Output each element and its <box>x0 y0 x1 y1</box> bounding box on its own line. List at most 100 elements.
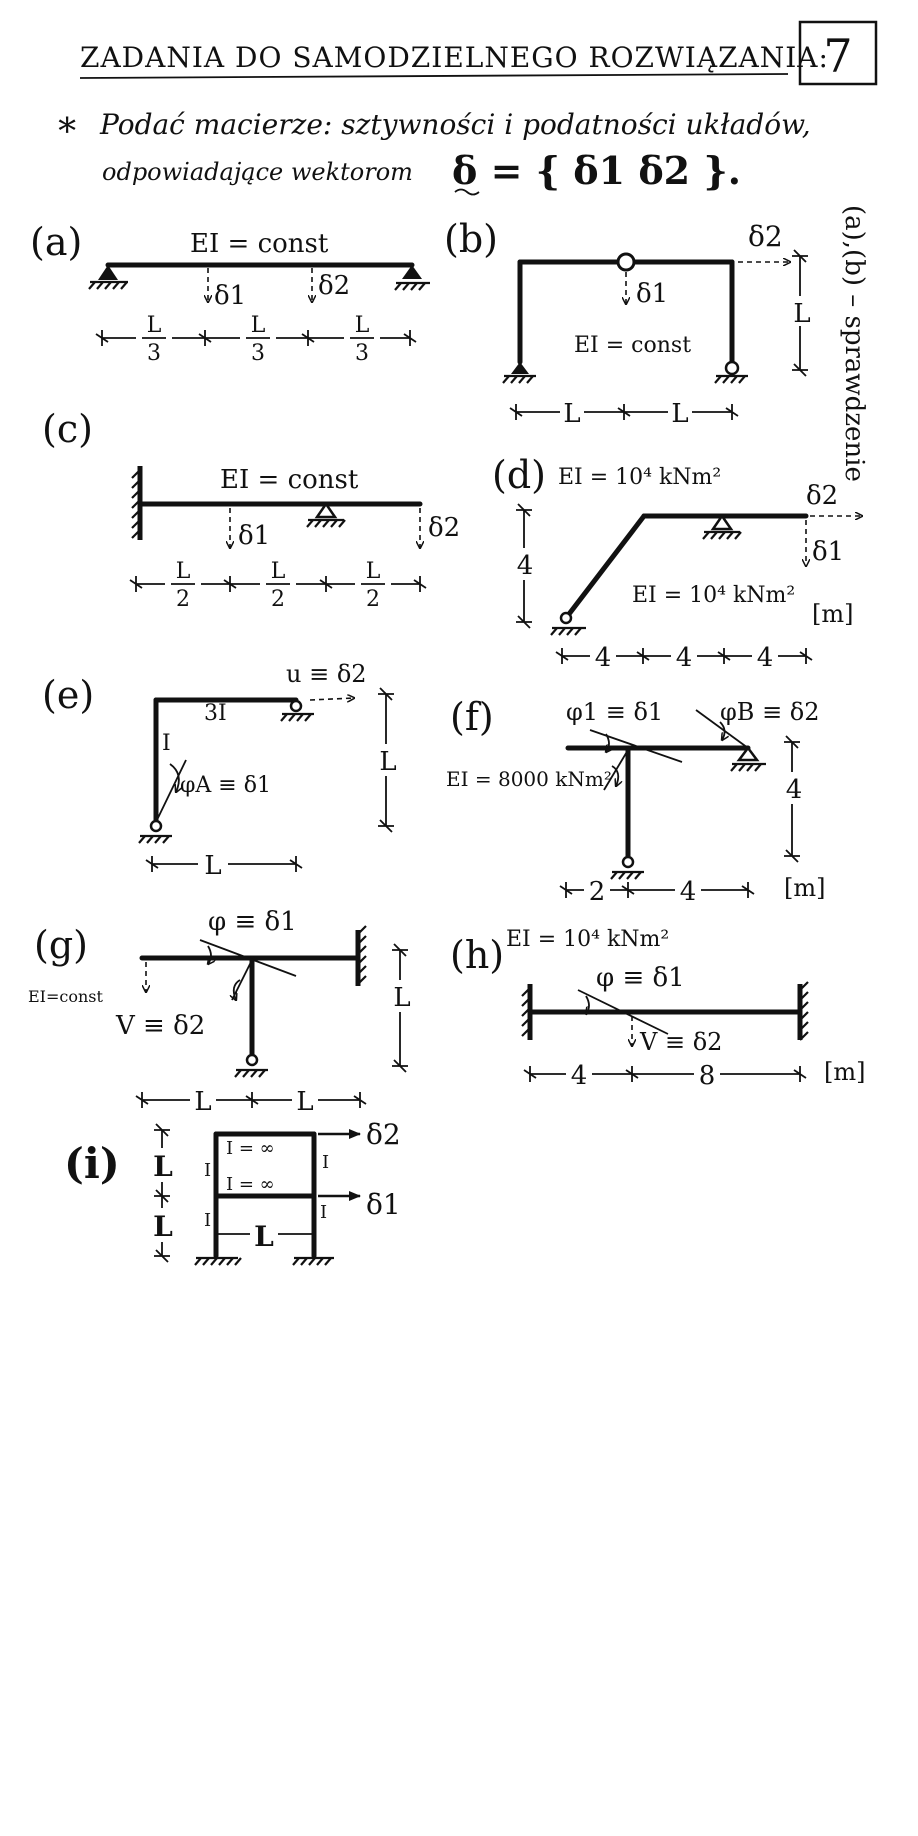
pin-support-icon <box>234 1069 266 1078</box>
problem-i: (i) I = ∞ I = ∞ I I I I δ2 δ1 L L L <box>64 1118 401 1266</box>
svg-text:L: L <box>204 851 221 881</box>
dimension-line: 4 <box>780 735 806 863</box>
vector-tilde <box>454 188 480 196</box>
svg-text:4: 4 <box>757 643 774 673</box>
delta-1-label: δ1 <box>214 281 246 311</box>
v-displacement-label: V ≡ δ2 <box>639 1028 722 1056</box>
svg-text:L: L <box>379 747 396 777</box>
v-displacement-label: V ≡ δ2 <box>115 1011 205 1041</box>
sheet-number: 7 <box>823 29 852 83</box>
svg-text:L: L <box>194 1087 211 1117</box>
roller-support-icon <box>280 713 312 722</box>
problem-label: (h) <box>450 933 504 977</box>
beam-inertia-label: 3I <box>204 701 227 726</box>
svg-text:L: L <box>254 1220 274 1253</box>
svg-text:4: 4 <box>786 775 803 805</box>
column-inertia-label: I <box>322 1152 329 1173</box>
svg-text:2: 2 <box>176 587 190 612</box>
problem-d: (d) EI = 10⁴ kNm² EI = 10⁴ kNm² δ2 δ1 4 … <box>492 453 862 673</box>
dimension-line: L L <box>135 1084 367 1117</box>
svg-text:L: L <box>563 399 580 429</box>
svg-text:4: 4 <box>680 877 697 907</box>
svg-text:L: L <box>176 559 191 584</box>
svg-text:L: L <box>366 559 381 584</box>
u-displacement-label: u ≡ δ2 <box>286 660 367 688</box>
pin-support-icon <box>511 362 529 374</box>
instruction-line-2: odpowiadające wektorom <box>102 158 413 186</box>
dimension-line: L L <box>150 1123 176 1263</box>
problem-label: (e) <box>42 673 94 717</box>
side-note: (a),(b) – sprawdzenie <box>839 205 869 482</box>
dimension-line: 4 <box>512 503 538 629</box>
roller-support-icon <box>724 360 740 376</box>
unit-label: [m] <box>784 874 825 902</box>
phi-a-label: φA ≡ δ1 <box>180 773 271 798</box>
beam-inertia-label: I = ∞ <box>226 1174 275 1195</box>
problem-label: (a) <box>30 220 82 264</box>
dimension-line: L <box>388 943 414 1073</box>
dimension-line: L 2 L 2 L 2 <box>129 558 427 612</box>
problem-f: (f) φ1 ≡ δ1 φB ≡ δ2 EI = 8000 kNm² 4 <box>446 695 825 907</box>
svg-text:4: 4 <box>571 1061 588 1091</box>
column-inertia-label: I <box>204 1160 211 1181</box>
asterisk-icon: ∗ <box>55 104 79 145</box>
svg-text:2: 2 <box>589 877 606 907</box>
svg-text:L: L <box>153 1150 173 1183</box>
dimension-line: L <box>145 848 303 881</box>
svg-text:4: 4 <box>676 643 693 673</box>
problem-e: (e) 3I I u ≡ δ2 φA ≡ δ1 L L <box>42 660 400 881</box>
svg-text:L: L <box>393 983 410 1013</box>
phi-label: φ ≡ δ1 <box>208 907 297 937</box>
dimension-line: L <box>788 249 814 377</box>
hinge-icon <box>616 252 636 272</box>
beam-inertia-label: I = ∞ <box>226 1138 275 1159</box>
problem-label: (d) <box>492 453 546 497</box>
fixed-support-icon <box>194 1257 242 1266</box>
problem-label: (b) <box>444 217 498 261</box>
problem-label: (i) <box>64 1139 120 1188</box>
svg-text:L: L <box>296 1087 313 1117</box>
displacement-vector: δ = { δ1 δ2 }. <box>452 148 741 193</box>
problem-label: (f) <box>450 695 494 739</box>
svg-text:4: 4 <box>517 551 534 581</box>
delta-1-label: δ1 <box>366 1188 401 1221</box>
svg-text:2: 2 <box>366 587 380 612</box>
problem-label: (c) <box>42 407 93 451</box>
pin-support-icon <box>736 745 760 762</box>
delta-1-label: δ1 <box>238 521 270 551</box>
problem-c: (c) EI = const δ1 δ2 L 2 L 2 L 2 <box>42 407 460 612</box>
delta-2-label: δ2 <box>748 220 783 253</box>
column-inertia-label: I <box>204 1210 211 1231</box>
instruction-line-1: Podać macierze: sztywności i podatności … <box>99 108 811 141</box>
stiffness-label: EI = const <box>190 229 329 259</box>
delta-2-label: δ2 <box>318 271 350 301</box>
svg-text:L: L <box>251 313 266 338</box>
svg-text:3: 3 <box>251 341 265 366</box>
svg-text:L: L <box>271 559 286 584</box>
svg-text:L: L <box>153 1210 173 1243</box>
dimension-line: L L <box>509 396 739 429</box>
roller-support-icon <box>402 265 422 279</box>
svg-text:4: 4 <box>595 643 612 673</box>
dimension-line: L <box>374 687 400 833</box>
stiffness-label: EI = const <box>574 333 691 358</box>
dimension-line: 2 4 <box>559 874 755 907</box>
problem-a: (a) EI = const δ1 δ2 L 3 L 3 L <box>30 220 430 366</box>
delta-2-label: δ2 <box>806 481 838 511</box>
stiffness-label-mid: EI = 10⁴ kNm² <box>632 583 795 608</box>
stiffness-label: EI = const <box>220 465 359 495</box>
svg-text:3: 3 <box>355 341 369 366</box>
pin-support-icon <box>314 501 338 519</box>
problem-label: (g) <box>34 923 88 967</box>
unit-label: [m] <box>824 1058 865 1086</box>
svg-text:L: L <box>355 313 370 338</box>
delta-2-label: δ2 <box>428 513 460 543</box>
svg-text:2: 2 <box>271 587 285 612</box>
page-title: ZADANIA DO SAMODZIELNEGO ROZWIĄZANIA: <box>80 41 829 74</box>
column-inertia-label: I <box>320 1202 327 1223</box>
stiffness-label-top: EI = 10⁴ kNm² <box>558 465 721 490</box>
svg-text:3: 3 <box>147 341 161 366</box>
unit-label: [m] <box>812 600 853 628</box>
svg-text:8: 8 <box>699 1061 716 1091</box>
